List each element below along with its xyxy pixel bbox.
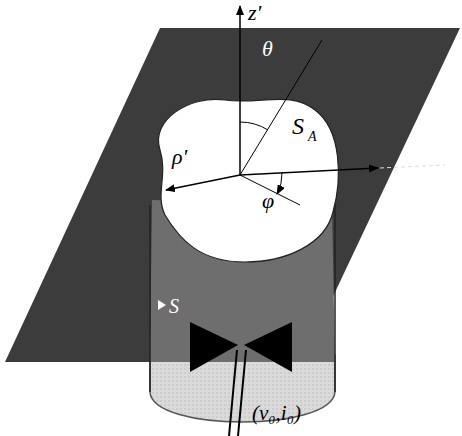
aperture-label: S (292, 114, 304, 138)
axis-label: z' (248, 2, 261, 24)
port-label: (v₀,i₀) (252, 403, 301, 424)
surface-label: S (169, 296, 179, 316)
angle-label: φ (262, 190, 274, 212)
vector-label: ρ' (172, 146, 187, 168)
aperture-subscript: A (308, 130, 317, 144)
angle-label: θ (262, 38, 273, 60)
